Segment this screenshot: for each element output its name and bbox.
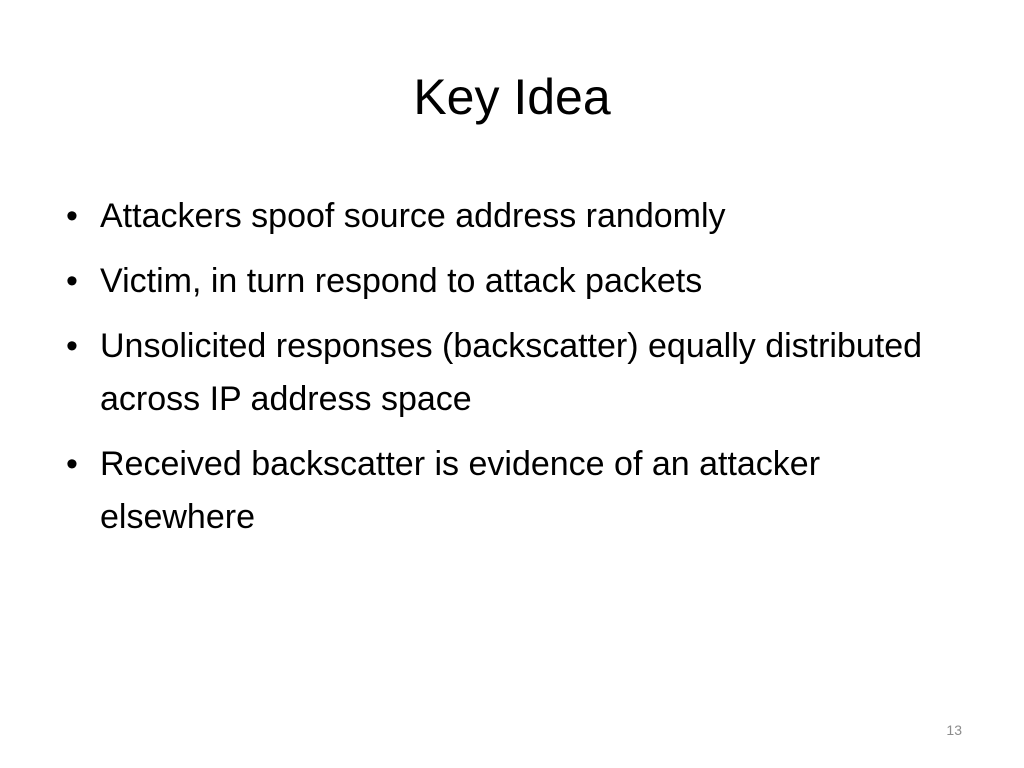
bullet-list: • Attackers spoof source address randoml… [62,190,962,556]
bullet-item: • Unsolicited responses (backscatter) eq… [62,320,962,426]
bullet-item: • Received backscatter is evidence of an… [62,438,962,544]
bullet-text: Received backscatter is evidence of an a… [100,445,830,536]
bullet-text: Unsolicited responses (backscatter) equa… [100,327,941,418]
bullet-dot-icon: • [66,262,78,300]
bullet-item: • Attackers spoof source address randoml… [62,190,962,243]
bullet-dot-icon: • [66,197,78,235]
bullet-text: Attackers spoof source address randomly [100,197,726,235]
slide-title: Key Idea [413,69,611,125]
slide-number: 13 [946,722,962,738]
bullet-text: Victim, in turn respond to attack packet… [100,262,703,300]
bullet-item: • Victim, in turn respond to attack pack… [62,255,962,308]
bullet-dot-icon: • [66,327,78,365]
bullet-dot-icon: • [66,445,78,483]
